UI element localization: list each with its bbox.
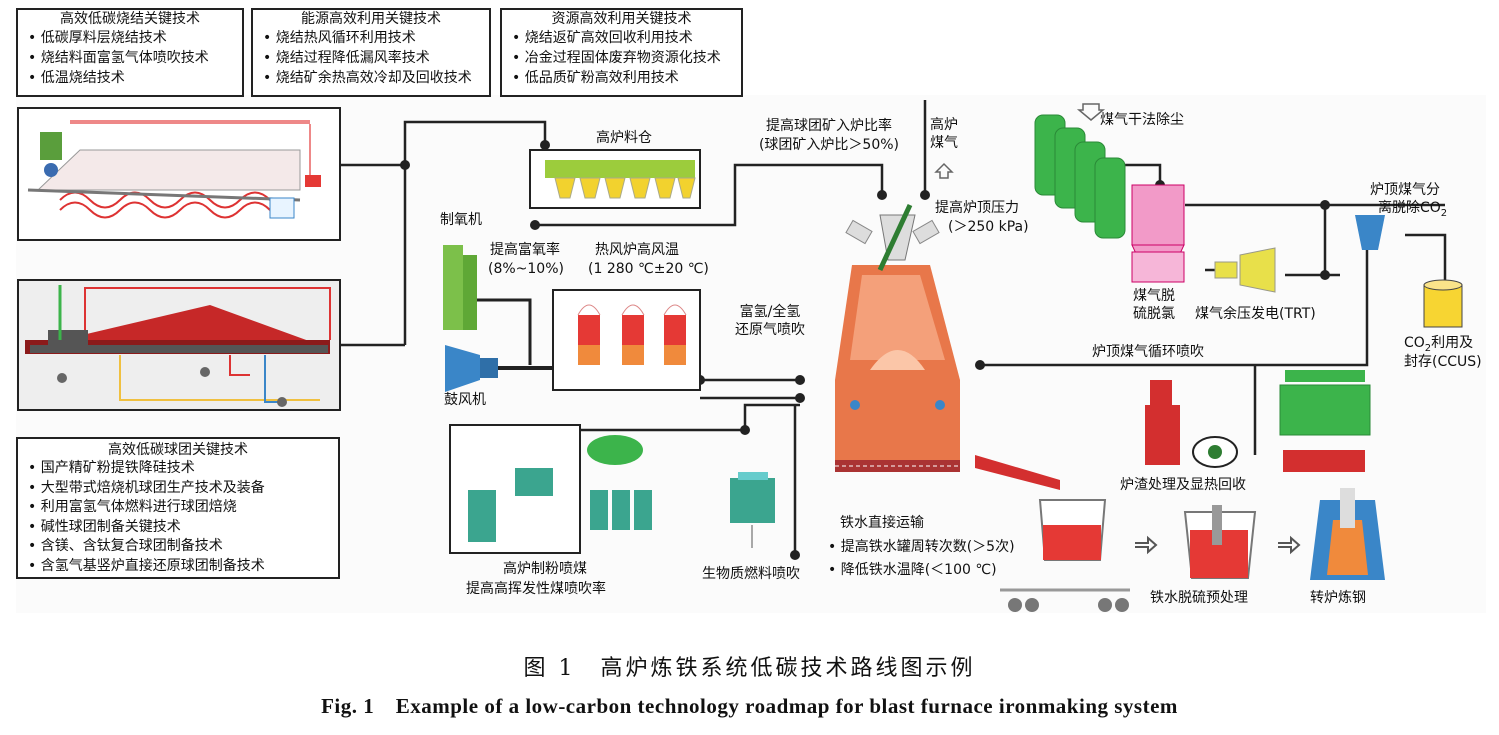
pci-label: 高炉制粉喷煤 [503, 561, 587, 577]
ccus-subscript: 2 [1424, 342, 1432, 354]
sinter-tech-title: 高效低碳烧结关键技术 [60, 11, 200, 27]
co2-separation-label: 炉顶煤气分 [1370, 182, 1440, 198]
sinter-tech-box: 高效低碳烧结关键技术 • 低碳厚料层烧结技术 • 烧结料面富氢气体喷吹技术 • … [16, 8, 244, 97]
pellet-tech-item: • 大型带式焙烧机球团生产技术及装备 [28, 479, 265, 496]
hot-blast-sublabel: (1 280 ℃±20 ℃) [588, 261, 709, 277]
top-pressure-label: 提高炉顶压力 [935, 200, 1019, 216]
energy-tech-title: 能源高效利用关键技术 [301, 11, 441, 27]
ccus-tank-illustration [1423, 279, 1463, 328]
arrow-icon [1135, 535, 1301, 555]
pellet-tech-item: • 含氢气基竖炉直接还原球团制备技术 [28, 557, 265, 574]
h2-injection-label: 富氢/全氢 [739, 304, 801, 320]
pellet-tech-item: • 含镁、含钛复合球团制备技术 [28, 538, 223, 554]
ccus-label: CO2利用及 [1404, 335, 1473, 357]
energy-tech-item: • 烧结热风循环利用技术 [263, 30, 416, 46]
resource-tech-item: • 冶金过程固体废弃物资源化技术 [512, 50, 721, 66]
converter-illustration [1310, 488, 1385, 580]
resource-tech-item: • 烧结返矿高效回收利用技术 [512, 30, 693, 46]
pellet-tech-title: 高效低碳球团关键技术 [108, 442, 248, 458]
hot-metal-item: • 提高铁水罐周转次数(＞5次) [828, 539, 1015, 555]
resource-tech-item: • 低品质矿粉高效利用技术 [512, 70, 679, 86]
energy-tech-item: • 烧结过程降低漏风率技术 [263, 50, 430, 66]
biomass-label: 生物质燃料喷吹 [702, 566, 800, 582]
co2-subscript: 2 [1440, 207, 1448, 219]
up-arrow-icon [934, 162, 954, 179]
sinter-machine-illustration [17, 107, 341, 241]
sinter-tech-item: • 低碳厚料层烧结技术 [28, 30, 167, 46]
oxygen-plant-illustration [443, 245, 532, 365]
slag-treatment-illustration [1145, 370, 1371, 472]
co2-separation-text: 离脱除CO [1378, 200, 1441, 216]
oxygen-rate-label: 提高富氧率 [490, 242, 560, 258]
hot-blast-label: 热风炉高风温 [595, 242, 679, 258]
pci-system-illustration [449, 424, 652, 554]
energy-tech-item: • 烧结矿余热高效冷却及回收技术 [263, 70, 472, 86]
pellet-tech-item: • 利用富氢气体燃料进行球团焙烧 [28, 499, 237, 515]
trt-illustration [1214, 247, 1276, 293]
bf-bin-illustration [529, 149, 701, 209]
pci-sublabel: 提高高挥发性煤喷吹率 [466, 581, 606, 597]
energy-tech-box: 能源高效利用关键技术 • 烧结热风循环利用技术 • 烧结过程降低漏风率技术 • … [251, 8, 491, 97]
co2-separator-illustration [1355, 215, 1385, 250]
pellet-machine-illustration [17, 279, 341, 411]
flow-lines [340, 100, 1447, 555]
desulfurization-illustration [1131, 184, 1185, 283]
pellet-ratio-label: 提高球团矿入炉比率 [766, 118, 892, 134]
hot-metal-item: • 降低铁水温降(＜100 ℃) [828, 562, 997, 578]
oxygen-rate-sublabel: (8%~10%) [488, 261, 564, 277]
bf-gas-label: 煤气 [930, 135, 958, 151]
figure-caption-cn: 图 1 高炉炼铁系统低碳技术路线图示例 [523, 656, 976, 681]
pellet-tech-item: • 国产精矿粉提铁降硅技术 [28, 460, 195, 476]
slag-treatment-label: 炉渣处理及显热回收 [1120, 477, 1246, 493]
resource-tech-title: 资源高效利用关键技术 [551, 11, 692, 27]
converter-label: 转炉炼钢 [1310, 590, 1366, 606]
hot-metal-ladle-illustration [975, 455, 1130, 612]
figure-caption-en: Fig. 1 Example of a low-carbon technolog… [321, 694, 1178, 718]
gas-desulf-label: 硫脱氯 [1133, 306, 1175, 322]
hot-metal-title: 铁水直接运输 [840, 515, 924, 531]
h2-injection-label: 还原气喷吹 [735, 322, 805, 338]
trt-label: 煤气余压发电(TRT) [1195, 306, 1316, 322]
gas-desulf-label: 煤气脱 [1133, 288, 1175, 304]
bf-bin-label: 高炉料仓 [596, 130, 652, 146]
top-pressure-sublabel: (＞250 kPa) [948, 219, 1029, 235]
dust-catcher-illustration [1034, 114, 1126, 239]
down-arrow-icon [1076, 103, 1106, 121]
blast-furnace-illustration [835, 203, 960, 472]
hot-stoves-illustration [552, 289, 701, 391]
hm-desulf-label: 铁水脱硫预处理 [1150, 590, 1248, 606]
co2-separation-label: 离脱除CO2 [1378, 200, 1447, 222]
pellet-ratio-sublabel: (球团矿入炉比＞50%) [758, 137, 900, 153]
ccus-text: CO [1404, 335, 1425, 351]
dry-dust-label: 煤气干法除尘 [1100, 112, 1184, 128]
sinter-tech-item: • 低温烧结技术 [28, 70, 125, 86]
oxygen-plant-label: 制氧机 [440, 212, 482, 228]
bf-gas-label: 高炉 [930, 117, 958, 133]
pellet-tech-item: • 碱性球团制备关键技术 [28, 518, 181, 535]
sinter-tech-item: • 烧结料面富氢气体喷吹技术 [28, 50, 209, 66]
blower-label: 鼓风机 [444, 392, 486, 408]
top-gas-recycle-label: 炉顶煤气循环喷吹 [1092, 344, 1204, 360]
resource-tech-box: 资源高效利用关键技术 • 烧结返矿高效回收利用技术 • 冶金过程固体废弃物资源化… [500, 8, 743, 97]
biomass-system-illustration [730, 472, 775, 548]
ccus-sublabel: 封存(CCUS) [1404, 354, 1482, 370]
pellet-tech-box: 高效低碳球团关键技术 • 国产精矿粉提铁降硅技术 • 大型带式焙烧机球团生产技术… [16, 437, 340, 579]
blower-illustration [445, 345, 555, 392]
desulf-ladle-illustration [1183, 505, 1257, 579]
ccus-text: 利用及 [1431, 335, 1474, 351]
